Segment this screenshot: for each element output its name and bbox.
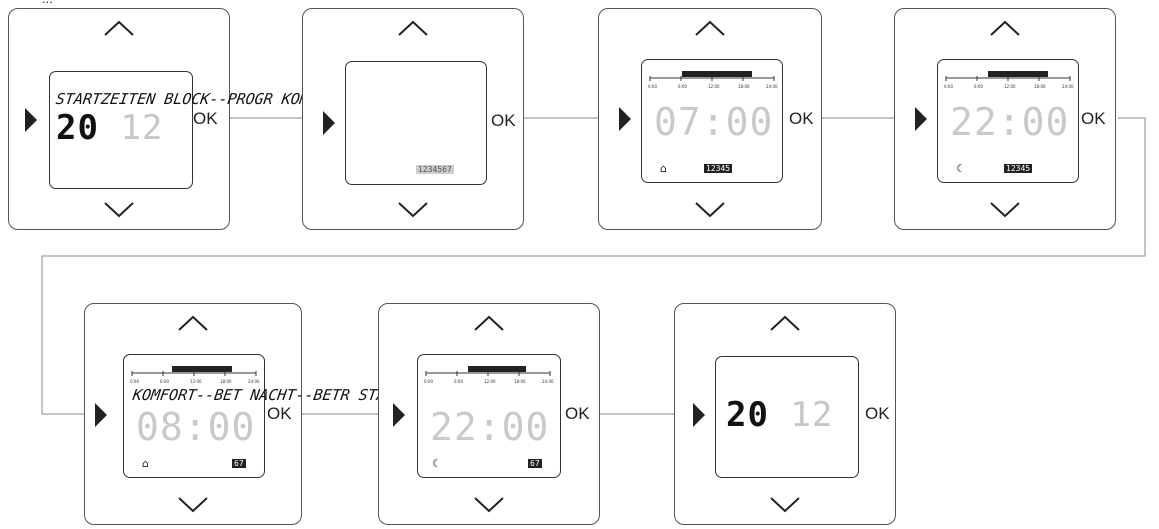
ok-button[interactable]: OK — [565, 404, 590, 423]
ok-button[interactable]: OK — [1081, 109, 1106, 128]
date-display: 20 12 — [56, 108, 163, 148]
moon-icon: ☾ — [432, 457, 442, 470]
svg-text:12:00: 12:00 — [1004, 84, 1016, 89]
chevron-down-icon[interactable] — [397, 201, 429, 219]
svg-text:24:00: 24:00 — [766, 84, 778, 89]
hour-digits: 20 — [56, 108, 99, 148]
hour-digits: 20 — [726, 395, 769, 435]
chevron-down-icon[interactable] — [473, 496, 505, 514]
svg-text:6:00: 6:00 — [160, 379, 169, 384]
time-display: 07:00 — [654, 100, 774, 144]
svg-text:6:00: 6:00 — [678, 84, 687, 89]
play-icon[interactable] — [323, 111, 335, 135]
weekday-indicator: 67 — [232, 459, 246, 468]
step-panel-1: 20 12 OK — [8, 8, 230, 230]
svg-text:12:00: 12:00 — [484, 379, 496, 384]
chevron-up-icon[interactable] — [177, 314, 209, 332]
display-screen: 0:00 6:00 12:00 18:00 24:00 22:00 ☾ 67 — [417, 354, 561, 478]
play-icon[interactable] — [693, 403, 705, 427]
svg-text:24:00: 24:00 — [542, 379, 554, 384]
weekday-indicator: 1234567 — [416, 165, 454, 174]
chevron-up-icon[interactable] — [103, 19, 135, 37]
svg-text:18:00: 18:00 — [738, 84, 750, 89]
chevron-down-icon[interactable] — [989, 201, 1021, 219]
display-screen: 0:00 6:00 12:00 18:00 24:00 08:00 ⌂ 67 — [123, 354, 265, 478]
house-icon: ⌂ — [142, 457, 149, 470]
chevron-down-icon[interactable] — [769, 496, 801, 514]
display-screen: 0:00 6:00 12:00 18:00 24:00 22:00 ☾ 12345 — [937, 59, 1079, 183]
day-timeline: 0:00 6:00 12:00 18:00 24:00 — [424, 366, 554, 384]
step-panel-5: 0:00 6:00 12:00 18:00 24:00 08:00 ⌂ 67 OK — [84, 303, 302, 525]
ok-button[interactable]: OK — [789, 109, 814, 128]
svg-text:0:00: 0:00 — [424, 379, 433, 384]
play-icon[interactable] — [915, 107, 927, 131]
svg-text:0:00: 0:00 — [648, 84, 657, 89]
step-panel-6: 0:00 6:00 12:00 18:00 24:00 22:00 ☾ 67 OK — [378, 303, 600, 525]
play-icon[interactable] — [95, 403, 107, 427]
svg-text:24:00: 24:00 — [1062, 84, 1074, 89]
step-panel-4: 0:00 6:00 12:00 18:00 24:00 22:00 ☾ 12345 OK — [894, 8, 1116, 230]
weekday-indicator: 12345 — [1004, 164, 1033, 173]
chevron-up-icon[interactable] — [473, 314, 505, 332]
play-icon[interactable] — [619, 107, 631, 131]
chevron-up-icon[interactable] — [989, 19, 1021, 37]
step-panel-3: 0:00 6:00 12:00 18:00 24:00 07:00 ⌂ 12345 OK — [598, 8, 822, 230]
svg-text:18:00: 18:00 — [220, 379, 232, 384]
svg-text:0:00: 0:00 — [944, 84, 953, 89]
svg-text:12:00: 12:00 — [190, 379, 202, 384]
chevron-down-icon[interactable] — [177, 496, 209, 514]
svg-text:12:00: 12:00 — [708, 84, 720, 89]
ok-button[interactable]: OK — [865, 404, 890, 423]
chevron-down-icon[interactable] — [694, 201, 726, 219]
time-display: 22:00 — [950, 100, 1070, 144]
play-icon[interactable] — [25, 108, 37, 132]
ok-button[interactable]: OK — [193, 109, 218, 128]
minute-digits: 12 — [790, 395, 834, 435]
svg-text:0:00: 0:00 — [130, 379, 139, 384]
ok-button[interactable]: OK — [267, 404, 292, 423]
day-timeline: 0:00 6:00 12:00 18:00 24:00 — [130, 366, 260, 384]
date-display: 20 12 — [726, 395, 833, 435]
chevron-up-icon[interactable] — [694, 19, 726, 37]
display-screen: 0:00 6:00 12:00 18:00 24:00 07:00 ⌂ 12345 — [641, 59, 783, 183]
caption-fragment: ... — [42, 0, 53, 6]
house-icon: ⌂ — [660, 162, 667, 175]
weekday-indicator: 67 — [528, 459, 542, 468]
step-panel-2: 1234567 OK — [302, 8, 524, 230]
moon-icon: ☾ — [956, 162, 966, 175]
minute-digits: 12 — [120, 108, 164, 148]
chevron-up-icon[interactable] — [397, 19, 429, 37]
display-screen: 20 12 — [715, 356, 859, 478]
svg-text:6:00: 6:00 — [974, 84, 983, 89]
display-screen: 20 12 — [49, 71, 193, 189]
svg-text:6:00: 6:00 — [454, 379, 463, 384]
display-screen: 1234567 — [345, 61, 487, 185]
play-icon[interactable] — [393, 403, 405, 427]
svg-text:18:00: 18:00 — [1034, 84, 1046, 89]
chevron-down-icon[interactable] — [103, 201, 135, 219]
day-timeline: 0:00 6:00 12:00 18:00 24:00 — [648, 71, 778, 89]
time-display: 08:00 — [136, 405, 256, 449]
svg-text:24:00: 24:00 — [248, 379, 260, 384]
ok-button[interactable]: OK — [491, 111, 516, 130]
time-display: 22:00 — [430, 405, 550, 449]
chevron-up-icon[interactable] — [769, 314, 801, 332]
day-timeline: 0:00 6:00 12:00 18:00 24:00 — [944, 71, 1074, 89]
svg-text:18:00: 18:00 — [514, 379, 526, 384]
weekday-indicator: 12345 — [704, 164, 733, 173]
step-panel-7: 20 12 OK — [674, 303, 896, 525]
